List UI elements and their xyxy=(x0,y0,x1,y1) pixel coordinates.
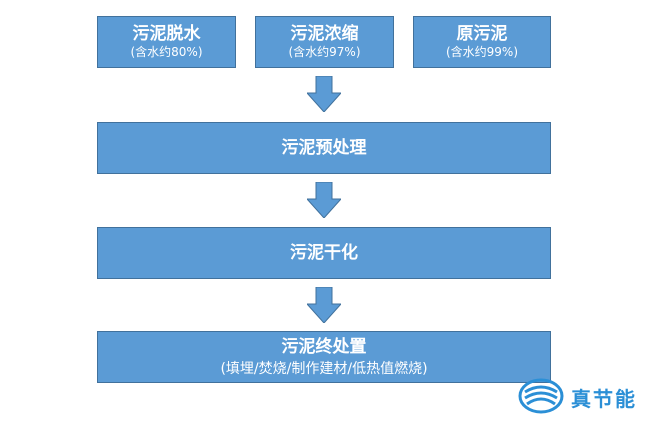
step-title: 污泥干化 xyxy=(290,242,358,263)
down-arrow-icon xyxy=(307,76,341,112)
step-box-final-disposal: 污泥终处置 (填埋/焚烧/制作建材/低热值燃烧) xyxy=(97,331,551,383)
logo-mark-icon xyxy=(518,378,564,414)
step-title: 污泥预处理 xyxy=(281,137,367,158)
source-title: 污泥脱水 xyxy=(132,24,201,44)
source-subtitle: (含水约99%) xyxy=(445,45,519,59)
source-title: 原污泥 xyxy=(456,24,508,44)
source-box-raw: 原污泥 (含水约99%) xyxy=(413,16,551,68)
source-subtitle: (含水约97%) xyxy=(288,45,361,59)
source-title: 污泥浓缩 xyxy=(290,24,359,44)
brand-logo: 真节能 xyxy=(517,376,653,416)
step-title: 污泥终处置 xyxy=(281,336,367,357)
source-box-dewatered: 污泥脱水 (含水约80%) xyxy=(97,16,236,68)
source-box-thickened: 污泥浓缩 (含水约97%) xyxy=(255,16,394,68)
down-arrow-icon xyxy=(307,287,341,323)
step-box-drying: 污泥干化 xyxy=(97,227,551,279)
step-subtitle: (填埋/焚烧/制作建材/低热值燃烧) xyxy=(220,360,428,377)
source-subtitle: (含水约80%) xyxy=(130,45,203,59)
down-arrow-icon xyxy=(307,182,341,218)
logo-text: 真节能 xyxy=(571,387,637,411)
step-box-pretreatment: 污泥预处理 xyxy=(97,122,551,174)
